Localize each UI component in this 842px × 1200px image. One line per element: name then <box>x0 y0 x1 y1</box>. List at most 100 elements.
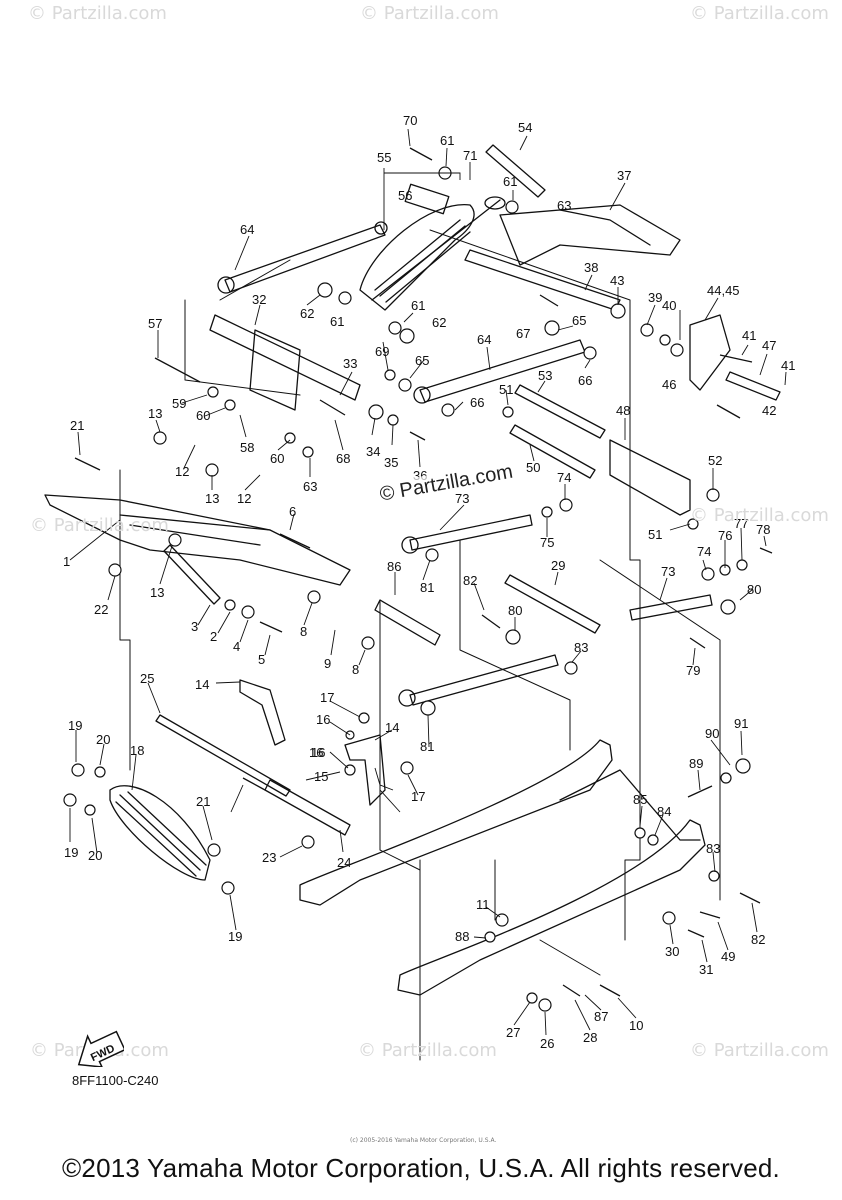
part-callout: 5 <box>258 652 265 667</box>
part-callout: 8 <box>352 662 359 677</box>
part-callout: 41 <box>781 358 795 373</box>
part-callout: 41 <box>742 328 756 343</box>
rear-shock-absorber <box>359 183 506 311</box>
part-callout: 66 <box>470 395 484 410</box>
part-callout: 25 <box>140 671 154 686</box>
part-callout: 70 <box>403 113 417 128</box>
part-callout: 58 <box>240 440 254 455</box>
part-callout: 76 <box>718 528 732 543</box>
part-callout: 14 <box>195 677 209 692</box>
part-callout: 74 <box>697 544 711 559</box>
part-callout: 42 <box>762 403 776 418</box>
part-callout: 33 <box>343 356 357 371</box>
part-callout: 81 <box>420 580 434 595</box>
part-callout: 65 <box>572 313 586 328</box>
part-callout: 10 <box>629 1018 643 1033</box>
watermark: © Partzilla.com <box>30 515 169 536</box>
part-callout: 51 <box>499 382 513 397</box>
part-callout: 85 <box>633 792 647 807</box>
part-callout: 83 <box>706 841 720 856</box>
part-callout: 27 <box>506 1025 520 1040</box>
part-callout: 26 <box>540 1036 554 1051</box>
part-callout: 61 <box>440 133 454 148</box>
part-callout: 57 <box>148 316 162 331</box>
part-callout: 38 <box>584 260 598 275</box>
part-callout: 65 <box>415 353 429 368</box>
part-callout: 40 <box>662 298 676 313</box>
part-callout: 67 <box>516 326 530 341</box>
part-callout: 47 <box>762 338 776 353</box>
part-callout: 77 <box>734 516 748 531</box>
diagram-code: 8FF1100-C240 <box>72 1073 159 1088</box>
part-callout: 35 <box>384 455 398 470</box>
part-callout: 20 <box>88 848 102 863</box>
part-callout: 39 <box>648 290 662 305</box>
part-callout: 49 <box>721 949 735 964</box>
watermark: © Partzilla.com <box>690 3 829 24</box>
part-callout: 13 <box>205 491 219 506</box>
part-callout: 80 <box>508 603 522 618</box>
part-callout: 63 <box>303 479 317 494</box>
part-callout: 60 <box>196 408 210 423</box>
watermark: © Partzilla.com <box>690 505 829 526</box>
fwd-arrow-icon: FWD <box>77 1030 124 1067</box>
watermark: © Partzilla.com <box>358 1040 497 1061</box>
part-callout: 83 <box>574 640 588 655</box>
part-callout: 88 <box>455 929 469 944</box>
part-callout: 12 <box>175 464 189 479</box>
watermark: © Partzilla.com <box>360 3 499 24</box>
part-callout: 14 <box>385 720 399 735</box>
part-callout: 56 <box>398 188 412 203</box>
part-callout: 13 <box>150 585 164 600</box>
part-callout: 61 <box>330 314 344 329</box>
part-callout: 19 <box>228 929 242 944</box>
part-callout: 51 <box>648 527 662 542</box>
part-callout: 13 <box>148 406 162 421</box>
part-callout: 22 <box>94 602 108 617</box>
part-callout: 21 <box>196 794 210 809</box>
part-callout: 86 <box>387 559 401 574</box>
part-callout: 16 <box>309 745 323 760</box>
part-callout: 75 <box>540 535 554 550</box>
part-callout: 73 <box>661 564 675 579</box>
watermark: © Partzilla.com <box>690 1040 829 1061</box>
part-callout: 23 <box>262 850 276 865</box>
part-callout: 81 <box>420 739 434 754</box>
part-callout: 71 <box>463 148 477 163</box>
part-callout: 53 <box>538 368 552 383</box>
part-callout: 54 <box>518 120 532 135</box>
part-callout: 52 <box>708 453 722 468</box>
part-callout: 28 <box>583 1030 597 1045</box>
part-callout: 69 <box>375 344 389 359</box>
watermark: © Partzilla.com <box>28 3 167 24</box>
part-callout: 48 <box>616 403 630 418</box>
part-callout: 61 <box>411 298 425 313</box>
part-callout: 30 <box>665 944 679 959</box>
part-callout: 3 <box>191 619 198 634</box>
part-callout: 20 <box>96 732 110 747</box>
part-callout: 8 <box>300 624 307 639</box>
part-callout: 64 <box>240 222 254 237</box>
part-callout: 50 <box>526 460 540 475</box>
part-callout: 91 <box>734 716 748 731</box>
part-callout: 82 <box>463 573 477 588</box>
part-callout: 21 <box>70 418 84 433</box>
part-callout: 31 <box>699 962 713 977</box>
part-callout: 12 <box>237 491 251 506</box>
part-callout: 29 <box>551 558 565 573</box>
part-callout: 64 <box>477 332 491 347</box>
part-callout: 46 <box>662 377 676 392</box>
part-callout: 24 <box>337 855 351 870</box>
part-callout: 62 <box>432 315 446 330</box>
part-callout: 74 <box>557 470 571 485</box>
part-callout: 43 <box>610 273 624 288</box>
part-callout: 19 <box>64 845 78 860</box>
part-callout: 18 <box>130 743 144 758</box>
part-callout: 80 <box>747 582 761 597</box>
part-callout: 79 <box>686 663 700 678</box>
part-callout: 16 <box>316 712 330 727</box>
part-callout: 89 <box>689 756 703 771</box>
part-callout: 17 <box>411 789 425 804</box>
part-callout: 61 <box>503 174 517 189</box>
